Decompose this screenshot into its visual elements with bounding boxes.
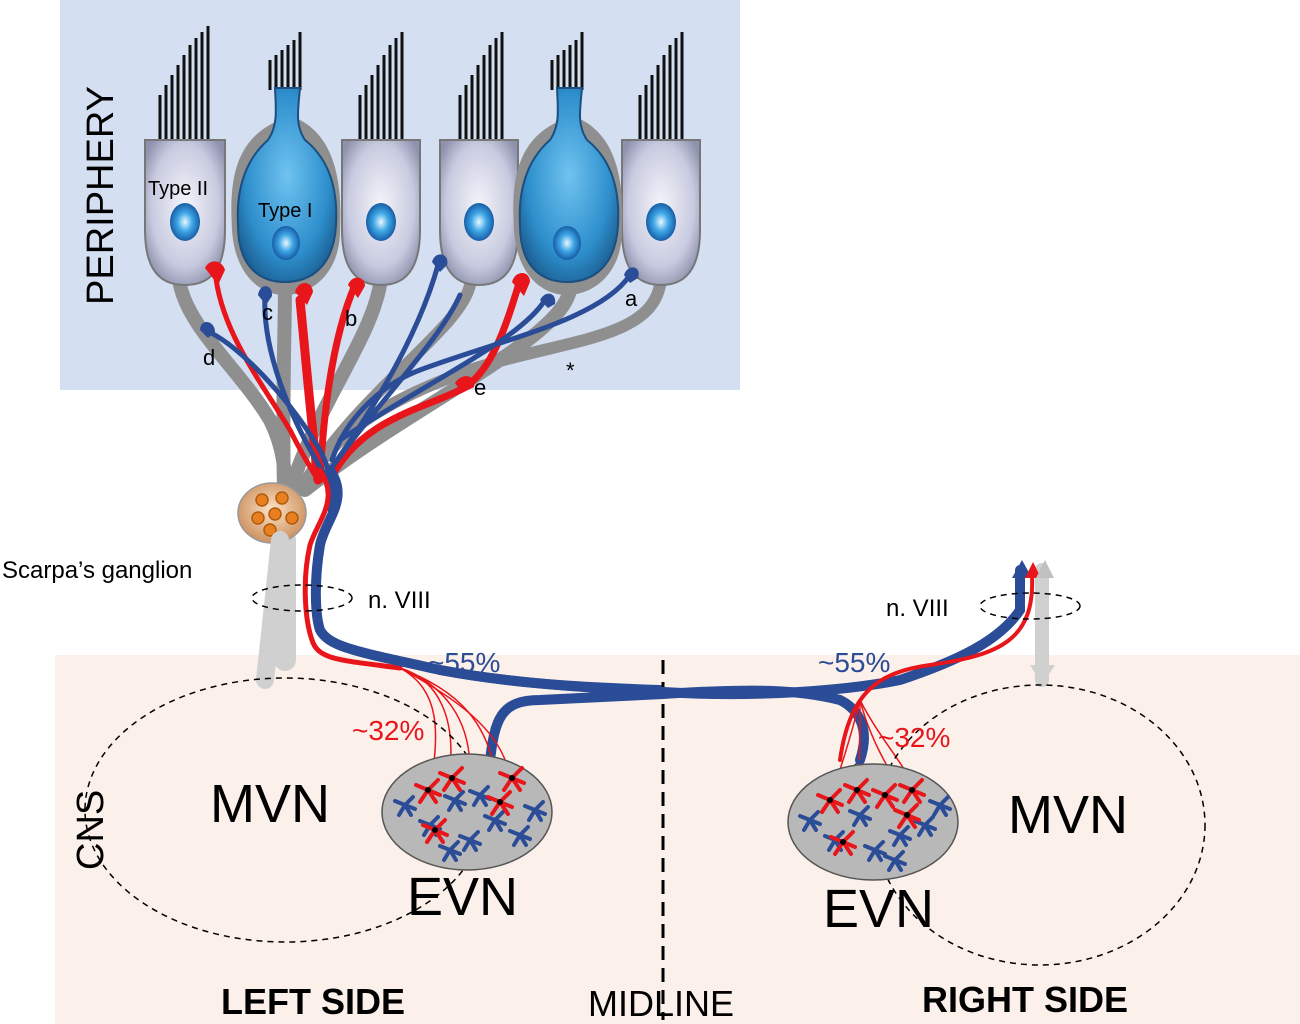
nerve-viii-right-ring: [979, 592, 1081, 620]
periphery-label: PERIPHERY: [80, 86, 122, 305]
nerve-viii-left-label: n. VIII: [368, 587, 431, 614]
right-nerve-trunk: [838, 563, 1049, 762]
fiber-label-c: c: [262, 300, 273, 325]
fiber-label-a: a: [625, 286, 638, 311]
mvn-right-label: MVN: [1008, 785, 1128, 845]
pct-blue-right-label: ~55%: [818, 647, 890, 678]
hair-bundle-3: [358, 32, 404, 140]
nerve-viii-left-ring: [251, 584, 353, 612]
pct-red-right-label: ~32%: [878, 722, 950, 753]
ganglion-cells: [251, 491, 299, 537]
red-efferent-terminals: [205, 261, 530, 393]
mvn-left-label: MVN: [210, 774, 330, 834]
nerve-viii-right-label: n. VIII: [886, 595, 949, 622]
evn-right-label: EVN: [823, 879, 934, 939]
cns-label: CNS: [70, 790, 112, 870]
blue-efferent-fibers-periphery: [202, 262, 633, 513]
type-i-cell-2: [236, 87, 338, 284]
fiber-label-d: d: [203, 345, 215, 370]
nuclei: [170, 203, 676, 260]
hair-bundle-1: [158, 26, 210, 140]
hair-bundles: [158, 26, 684, 140]
hair-bundle-2: [268, 32, 302, 90]
hair-bundle-6: [638, 32, 684, 140]
evn-left-label: EVN: [407, 867, 518, 927]
fiber-label-b: b: [345, 306, 357, 331]
hair-bundle-5: [550, 32, 584, 90]
fiber-label-asterisk: *: [566, 358, 575, 383]
type-i-label: Type I: [258, 200, 312, 222]
type-ii-label: Type II: [148, 178, 208, 200]
right-nerve-arrows: [1012, 560, 1055, 685]
midline-label: MIDLINE: [588, 983, 734, 1024]
left-side-label: LEFT SIDE: [221, 981, 405, 1022]
pct-red-left-label: ~32%: [352, 715, 424, 746]
hair-bundle-4: [458, 32, 504, 140]
type-i-cells: [236, 87, 620, 284]
mvn-right-region: [874, 684, 1206, 966]
scarpa-ganglion-label: Scarpa’s ganglion: [2, 557, 192, 584]
pct-blue-left-label: ~55%: [428, 647, 500, 678]
right-side-label: RIGHT SIDE: [922, 979, 1128, 1020]
blue-efferent-terminals: [200, 254, 639, 338]
red-efferent-fibers-periphery: [212, 267, 524, 485]
cns-region: [55, 655, 1300, 1024]
fiber-label-e: e: [474, 375, 486, 400]
evn-right-neurons: [798, 778, 952, 872]
evn-left-neurons: [393, 766, 547, 862]
type-i-cell-5: [518, 87, 620, 284]
